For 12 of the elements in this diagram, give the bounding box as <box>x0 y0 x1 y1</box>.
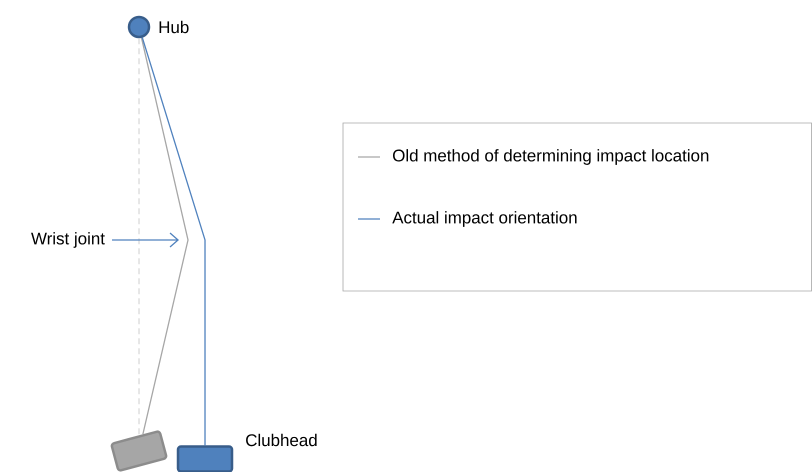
reference-line <box>138 38 140 436</box>
clubhead-box <box>176 445 234 472</box>
legend-entry: Old method of determining impact location <box>358 149 708 165</box>
leader-line <box>112 232 179 248</box>
hub-circle <box>128 16 150 38</box>
label-text: Wrist joint <box>31 232 105 248</box>
node-label: Clubhead <box>246 434 317 446</box>
clubhead-box <box>110 430 168 472</box>
shaft-line <box>140 38 189 434</box>
node-label: Hub <box>160 20 189 34</box>
shaft-line <box>142 38 206 446</box>
legend-entry: Actual impact orientation <box>358 211 577 227</box>
